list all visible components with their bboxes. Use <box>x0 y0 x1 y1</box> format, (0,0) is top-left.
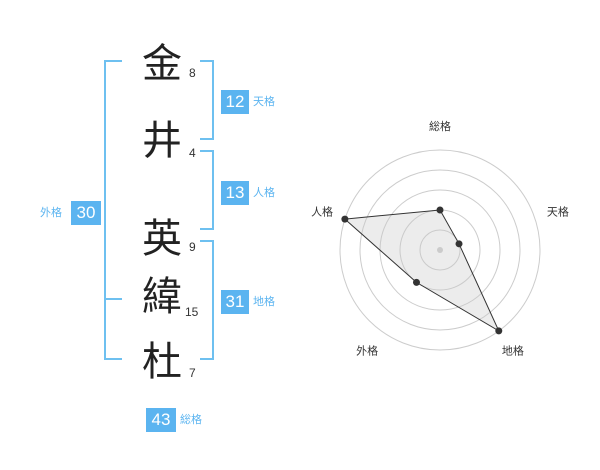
radar-point-1 <box>436 206 444 214</box>
radar-ring-5 <box>339 149 541 351</box>
name-char-5: 杜 <box>142 339 182 385</box>
gaikaku-bracket-vertical <box>104 60 106 360</box>
jinkaku-bracket-bottom <box>200 228 214 230</box>
jinkaku-bracket-top <box>200 150 214 152</box>
radar-axis-label-1: 総格 <box>429 119 451 133</box>
soukaku-badge: 43 <box>146 408 176 432</box>
radar-polygon <box>343 209 500 333</box>
tenkaku-bracket-top <box>200 60 214 62</box>
tenkaku-label: 天格 <box>253 95 275 108</box>
tenkaku-badge: 12 <box>221 90 249 114</box>
gaikaku-bracket-top <box>104 60 122 62</box>
jinkaku-badge: 13 <box>221 181 249 205</box>
name-char-3: 英 <box>142 216 182 262</box>
chikaku-bracket-bottom <box>200 358 214 360</box>
gaikaku-label: 外格 <box>40 206 62 219</box>
name-char-1: 金 <box>142 41 182 87</box>
radar-axis-label-4: 外格 <box>356 343 378 357</box>
jinkaku-bracket-vertical <box>212 150 214 230</box>
radar-center-dot <box>437 247 443 253</box>
jinkaku-label: 人格 <box>253 186 275 199</box>
stroke-count-5: 7 <box>189 366 196 380</box>
stroke-count-2: 4 <box>189 146 196 160</box>
soukaku-label: 総格 <box>180 413 202 426</box>
radar-axis-label-5: 人格 <box>311 205 333 219</box>
radar-point-3 <box>495 327 503 335</box>
stroke-count-4: 15 <box>185 305 199 319</box>
gaikaku-bracket-bottom <box>104 358 122 360</box>
radar-ring-4 <box>359 169 521 331</box>
name-char-2: 井 <box>142 118 182 164</box>
gaikaku-badge: 30 <box>71 201 101 225</box>
radar-ring-1 <box>419 229 461 271</box>
radar-point-4 <box>412 278 420 286</box>
radar-axis-label-2: 天格 <box>547 205 569 219</box>
gaikaku-bracket-mid <box>104 298 122 300</box>
stroke-count-1: 8 <box>189 66 196 80</box>
tenkaku-bracket-vertical <box>212 60 214 140</box>
chikaku-bracket-vertical <box>212 240 214 360</box>
chikaku-bracket-top <box>200 240 214 242</box>
chikaku-label: 地格 <box>253 295 275 308</box>
name-char-4: 緯 <box>142 274 182 320</box>
tenkaku-bracket-bottom <box>200 138 214 140</box>
radar-point-5 <box>341 215 349 223</box>
chikaku-badge: 31 <box>221 290 249 314</box>
radar-axis-label-3: 地格 <box>502 343 524 357</box>
radar-point-2 <box>455 240 463 248</box>
stroke-count-3: 9 <box>189 240 196 254</box>
